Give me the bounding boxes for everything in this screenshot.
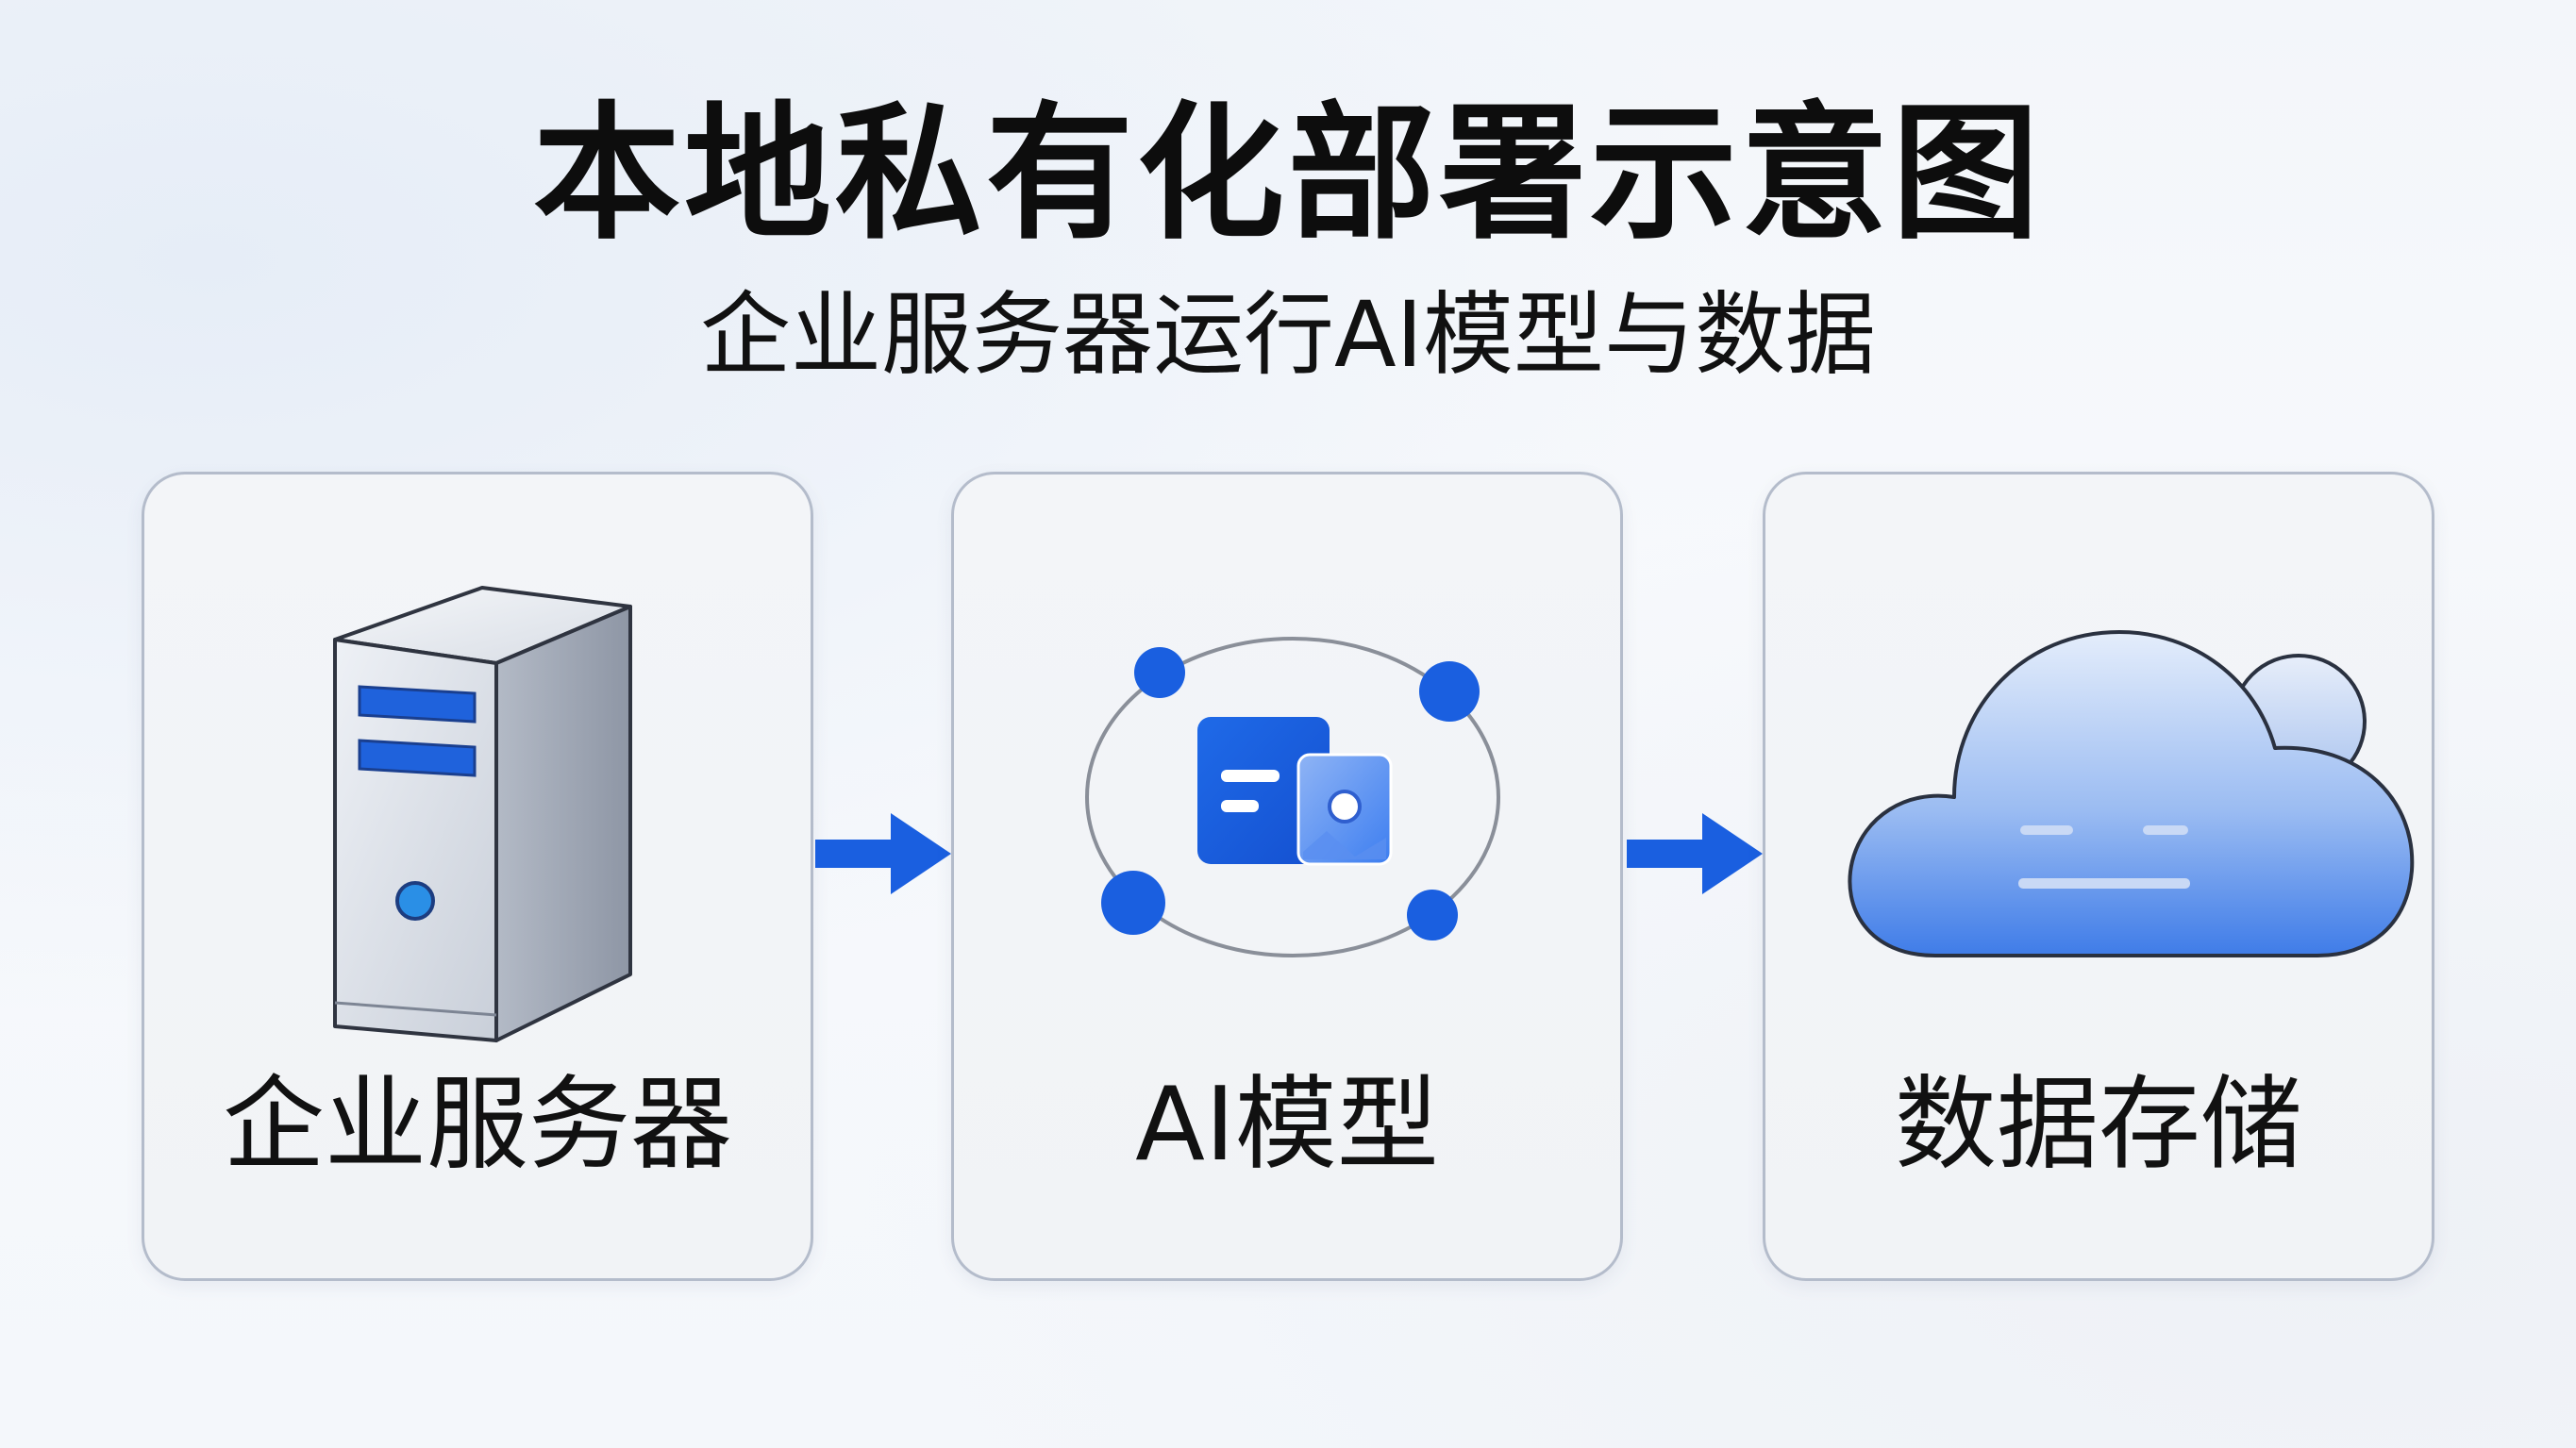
server-icon <box>333 586 632 1042</box>
card-label: AI模型 <box>1135 1066 1439 1184</box>
card-label: 企业服务器 <box>222 1066 732 1184</box>
page-subtitle: 企业服务器运行AI模型与数据 <box>700 282 1876 388</box>
arrow-right-icon <box>1627 813 1763 894</box>
page-title: 本地私有化部署示意图 <box>533 88 2043 259</box>
cloud-icon <box>1848 630 2415 957</box>
ai-model-icon <box>1085 637 1500 957</box>
card-ai-model: AI模型 <box>951 472 1623 1281</box>
card-data-storage: 数据存储 <box>1763 472 2434 1281</box>
card-label: 数据存储 <box>1894 1066 2302 1184</box>
arrow-right-icon <box>815 813 951 894</box>
card-enterprise-server: 企业服务器 <box>142 472 813 1281</box>
